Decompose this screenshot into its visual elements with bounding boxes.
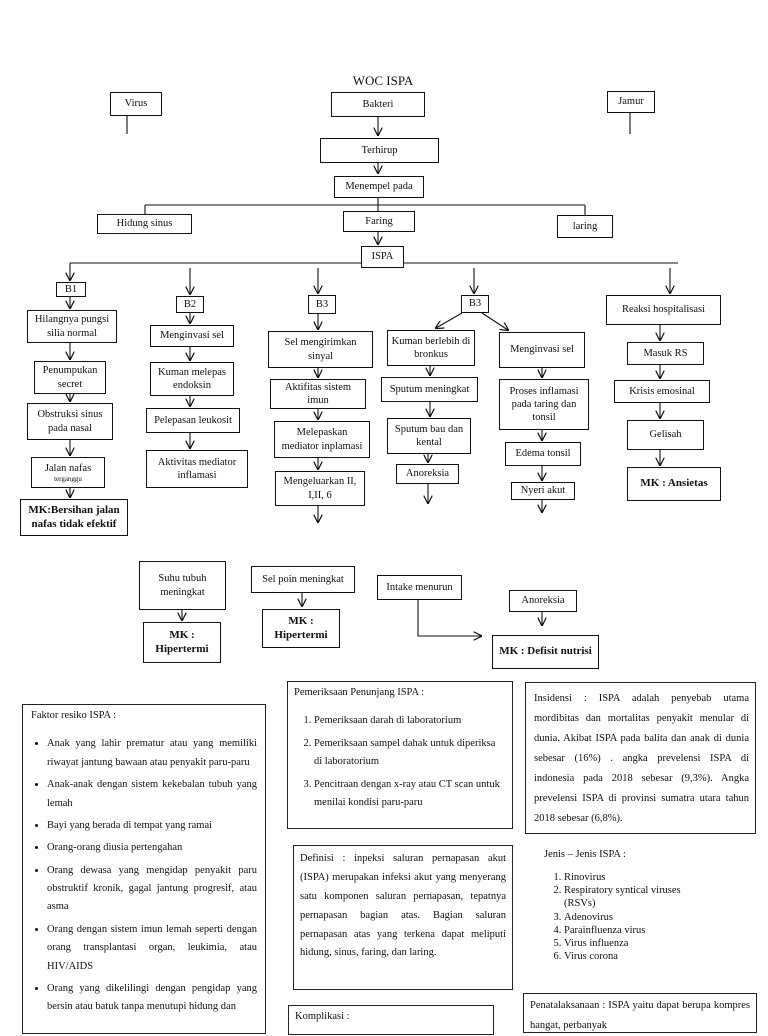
pemeriksaan-item: Pencitraan dengan x-ray atau CT scan unt… (314, 776, 504, 813)
sputum-meningkat-box: Sputum meningkat (381, 377, 478, 402)
jalan-nafas-box: Jalan nafas terganggu (31, 457, 105, 488)
diagram-title: WOC ISPA (352, 73, 414, 88)
jenis-ispa-item: Rinovirus (564, 871, 714, 884)
b3-label-b: B3 (461, 295, 489, 313)
komplikasi-title: Komplikasi : (295, 1011, 350, 1022)
pemeriksaan-item: Pemeriksaan darah di laboratorium (314, 712, 504, 730)
menginvasi-sel-box: Menginvasi sel (150, 325, 234, 347)
jenis-ispa-item: Virus influenza (564, 937, 714, 950)
kuman-berlebih-box: Kuman berlebih di bronkus (387, 330, 475, 366)
jenis-ispa-title: Jenis – Jenis ISPA : (544, 849, 626, 860)
mk-hipertermi-1: MK : Hipertermi (143, 622, 221, 663)
jenis-ispa-item: Virus corona (564, 950, 714, 963)
hilangnya-pungsi-box: Hilangnya pungsi silia normal (27, 310, 117, 343)
insidensi-text: Insidensi : ISPA adalah penyebab utama m… (534, 693, 749, 824)
sel-poin-box: Sel poin meningkat (251, 566, 355, 593)
menginvasi-sel-box-2: Menginvasi sel (499, 332, 585, 368)
faktor-resiko-item: Bayi yang berada di tempat yang ramai (47, 817, 257, 835)
penatalaksanaan-panel: Penatalaksanaan : ISPA yaitu dapat berup… (523, 993, 757, 1033)
terhirup-box: Terhirup (320, 138, 439, 163)
jenis-ispa-list: RinovirusRespiratory syntical viruses (R… (538, 871, 714, 963)
jenis-ispa-section: Jenis – Jenis ISPA : RinovirusRespirator… (538, 848, 714, 980)
bakteri-box: Bakteri (331, 92, 425, 117)
sputum-bau-kental-box: Sputum bau dan kental (387, 418, 471, 454)
pemeriksaan-penunjang-list: Pemeriksaan darah di laboratoriumPemerik… (294, 712, 504, 812)
jenis-ispa-item: Parainfluenza virus (564, 924, 714, 937)
pemeriksaan-penunjang-title: Pemeriksaan Penunjang ISPA : (294, 687, 424, 698)
definisi-text: Definisi : inpeksi saluran pernapasan ak… (300, 853, 506, 959)
b1-label: B1 (56, 282, 86, 297)
aktifitas-sistem-imun-box: Aktifitas sistem imun (270, 379, 366, 409)
faktor-resiko-panel: Faktor resiko ISPA : Anak yang lahir pre… (22, 704, 266, 1034)
jalan-nafas-sub-text: terganggu (54, 475, 82, 484)
insidensi-panel: Insidensi : ISPA adalah penyebab utama m… (525, 682, 756, 834)
mk-bersihan-jalan-nafas: MK:Bersihan jalan nafas tidak efektif (20, 499, 128, 536)
edema-tonsil-box: Edema tonsil (505, 442, 581, 466)
b3-label-a: B3 (308, 295, 336, 314)
proses-inflamasi-box: Proses inflamasi pada taring dan tonsil (499, 379, 589, 430)
faktor-resiko-list: Anak yang lahir prematur atau yang memil… (31, 735, 257, 1016)
nyeri-akut-box: Nyeri akut (511, 482, 575, 500)
reaksi-hospitalisasi-box: Reaksi hospitalisasi (606, 295, 721, 325)
faktor-resiko-item: Orang dewasa yang mengidap penyakit paru… (47, 862, 257, 917)
jenis-ispa-item: Adenovirus (564, 911, 714, 924)
faktor-resiko-item: Orang yang dikelilingi dengan pengidap y… (47, 980, 257, 1017)
suhu-tubuh-box: Suhu tubuh meningkat (139, 561, 226, 610)
gelisah-box: Gelisah (627, 420, 704, 450)
mk-defisit-nutrisi: MK : Defisit nutrisi (492, 635, 599, 669)
mk-ansietas: MK : Ansietas (627, 467, 721, 501)
kuman-melepas-endoksin-box: Kuman melepas endoksin (150, 362, 234, 396)
jamur-box: Jamur (607, 91, 655, 113)
aktivitas-mediator-box: Aktivitas mediator inflamasi (146, 450, 248, 488)
faktor-resiko-title: Faktor resiko ISPA : (31, 710, 117, 721)
mengeluarkan-il-box: Mengeluarkan II, I,II, 6 (275, 471, 365, 506)
jalan-nafas-text: Jalan nafas (44, 462, 92, 474)
anoreksia-box: Anoreksia (396, 464, 459, 484)
intake-menurun-box: Intake menurun (377, 575, 462, 600)
faktor-resiko-item: Anak-anak dengan sistem kekebalan tubuh … (47, 776, 257, 813)
faktor-resiko-item: Anak yang lahir prematur atau yang memil… (47, 735, 257, 772)
ispa-box: ISPA (361, 246, 404, 268)
pemeriksaan-item: Pemeriksaan sampel dahak untuk diperiksa… (314, 735, 504, 772)
definisi-panel: Definisi : inpeksi saluran pernapasan ak… (293, 845, 513, 990)
masuk-rs-box: Masuk RS (627, 342, 704, 365)
komplikasi-panel: Komplikasi : (288, 1005, 494, 1035)
pemeriksaan-penunjang-panel: Pemeriksaan Penunjang ISPA : Pemeriksaan… (287, 681, 513, 829)
faktor-resiko-item: Orang dengan sistem imun lemah seperti d… (47, 921, 257, 976)
penumpukan-secret-box: Penumpukan secret (34, 361, 106, 394)
anoreksia-box-2: Anoreksia (509, 590, 577, 612)
virus-box: Virus (110, 92, 162, 116)
mk-hipertermi-2: MK : Hipertermi (262, 609, 340, 648)
melepaskan-mediator-box: Melepaskan mediator inplamasi (274, 421, 370, 458)
sel-mengirimkan-sinyal-box: Sel mengirimkan sinyal (268, 331, 373, 368)
b2-label: B2 (176, 296, 204, 313)
laring-box: laring (557, 215, 613, 238)
obstruksi-sinus-box: Obstruksi sinus pada nasal (27, 403, 113, 440)
jenis-ispa-item: Respiratory syntical viruses (RSVs) (564, 884, 714, 910)
faring-box: Faring (343, 211, 415, 232)
pelepasan-leukosit-box: Pelepasan leukosit (146, 408, 240, 433)
menempel-box: Menempel pada (334, 176, 424, 198)
hidung-sinus-box: Hidung sinus (97, 214, 192, 234)
krisis-emosinal-box: Krisis emosinal (614, 380, 710, 403)
faktor-resiko-item: Orang-orang diusia pertengahan (47, 839, 257, 857)
penatalaksanaan-text: Penatalaksanaan : ISPA yaitu dapat berup… (530, 1000, 750, 1031)
